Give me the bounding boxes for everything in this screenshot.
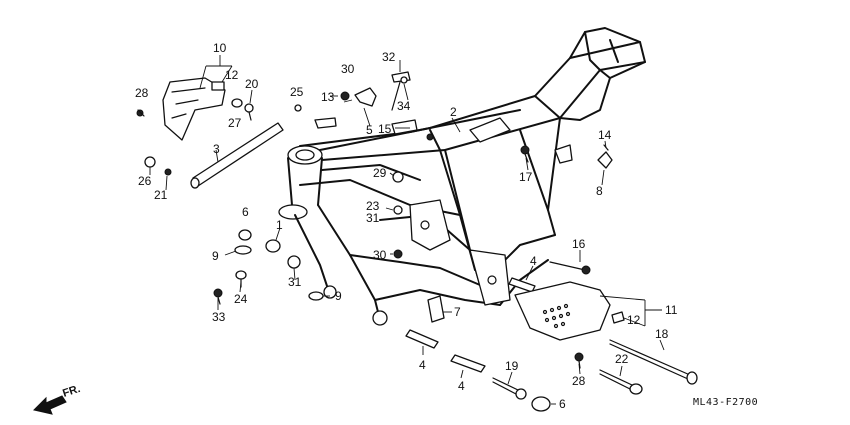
label-18: 18 [655, 327, 669, 341]
label-34: 34 [397, 99, 411, 113]
front-label: FR. [61, 383, 82, 400]
label-7: 7 [454, 305, 461, 319]
label-28-lower: 28 [572, 374, 586, 388]
label-16: 16 [572, 237, 586, 251]
label-6-lower: 6 [559, 397, 566, 411]
label-2: 2 [450, 105, 457, 119]
label-1: 1 [276, 218, 283, 232]
label-26: 26 [138, 174, 152, 188]
rear-small-parts [520, 144, 613, 169]
part-number-labels: 10 12 20 27 28 25 13 30 32 34 5 15 2 3 2… [135, 41, 678, 411]
label-9: 9 [212, 249, 219, 263]
bracket-7 [427, 295, 445, 323]
label-30-lower: 30 [373, 248, 387, 262]
label-15: 15 [378, 122, 392, 136]
label-20: 20 [245, 77, 259, 91]
upper-center-parts [314, 71, 434, 141]
leader-lines [149, 55, 665, 405]
side-cover-bracket [162, 77, 226, 141]
main-frame [278, 27, 646, 326]
label-24: 24 [234, 292, 248, 306]
label-12-lower: 12 [627, 313, 641, 327]
label-23: 23 [366, 199, 380, 213]
frame-washers [392, 171, 404, 259]
label-3: 3 [213, 142, 220, 156]
label-10: 10 [213, 41, 227, 55]
label-12: 12 [225, 68, 239, 82]
label-30: 30 [341, 62, 355, 76]
label-4: 4 [530, 254, 537, 268]
front-direction-indicator: FR. [33, 383, 82, 415]
label-31-lower: 31 [288, 275, 302, 289]
label-4-middle: 4 [419, 358, 426, 372]
small-fasteners-left [136, 98, 302, 176]
label-17: 17 [519, 170, 533, 184]
label-25: 25 [290, 85, 304, 99]
label-9-lower: 9 [335, 289, 342, 303]
label-8: 8 [596, 184, 603, 198]
label-5: 5 [366, 123, 373, 137]
label-14: 14 [598, 128, 612, 142]
front-arrow-icon [33, 395, 67, 415]
diagram-code: ML43-F2700 [693, 397, 758, 408]
label-21: 21 [154, 188, 168, 202]
long-rod [190, 122, 284, 189]
label-27: 27 [228, 116, 242, 130]
label-32: 32 [382, 50, 396, 64]
label-33: 33 [212, 310, 226, 324]
label-6: 6 [242, 205, 249, 219]
label-22: 22 [615, 352, 629, 366]
label-31: 31 [366, 211, 380, 225]
label-13: 13 [321, 90, 335, 104]
label-28: 28 [135, 86, 149, 100]
lower-bolts [492, 339, 698, 412]
side-panel [514, 281, 625, 341]
bolt-16 [549, 261, 591, 275]
label-4-bottom: 4 [458, 379, 465, 393]
label-11: 11 [665, 303, 678, 317]
label-29: 29 [373, 166, 387, 180]
label-19: 19 [505, 359, 519, 373]
lower-left-parts [213, 229, 324, 305]
